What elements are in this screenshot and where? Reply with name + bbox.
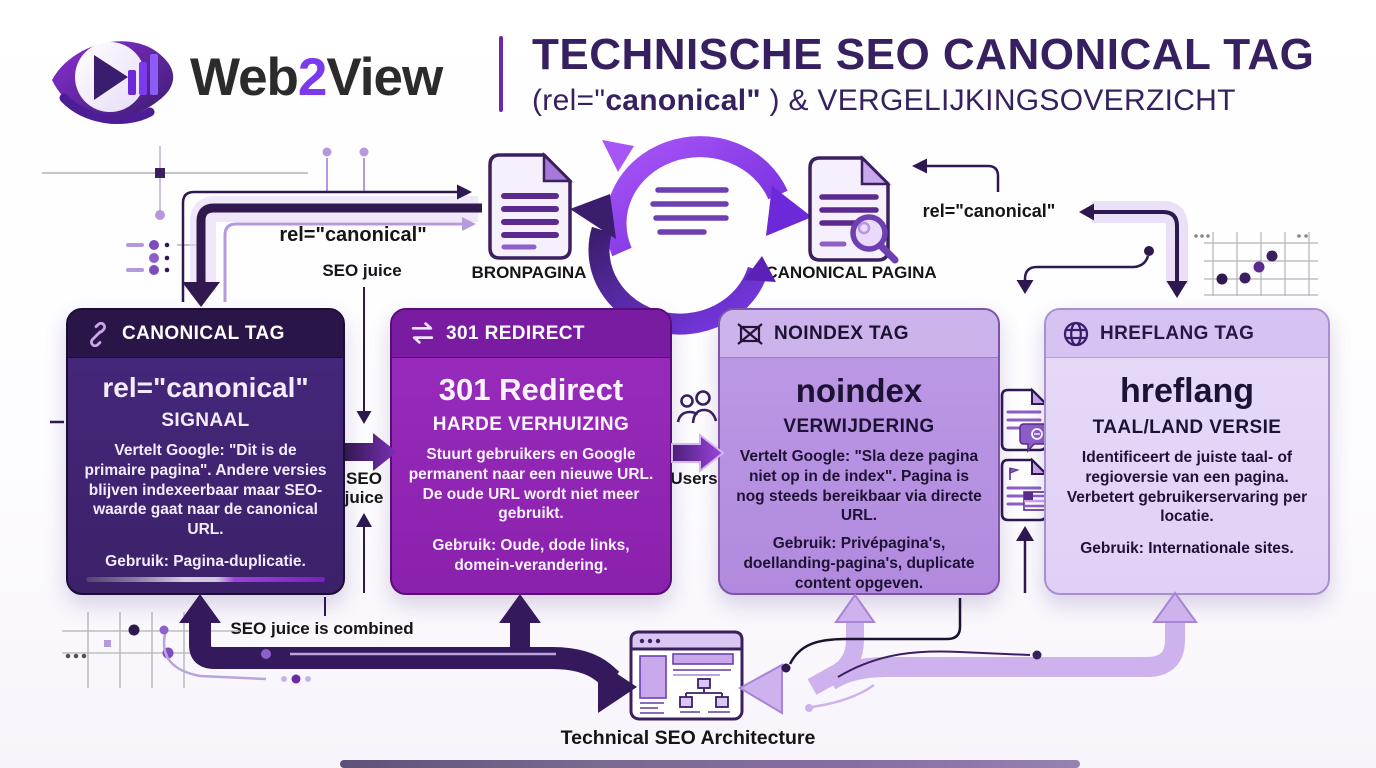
header-divider (499, 36, 503, 112)
rel-canonical-label-right: rel="canonical" (922, 201, 1056, 221)
card-subtitle: TAAL/LAND VERSIE (1092, 417, 1282, 438)
card-noindex-tag: NOINDEX TAG noindex VERWIJDERING Vertelt… (718, 308, 1000, 595)
card-noindex-header: NOINDEX TAG (720, 310, 998, 358)
card-title: noindex (795, 372, 923, 409)
card-header-label: HREFLANG TAG (1100, 322, 1255, 344)
grid-decoration-top-right (1204, 232, 1318, 296)
usage-text: Pagina-duplicatie. (173, 553, 306, 571)
architecture-label: Technical SEO Architecture (560, 727, 816, 749)
card-usage: Gebruik: Oude, dode links, domein-verand… (407, 536, 655, 576)
grid-step-dots (1194, 234, 1308, 285)
redirect-icon (408, 320, 436, 348)
card-subtitle: SIGNAAL (161, 410, 250, 431)
users-arrow (671, 432, 725, 474)
page-title-line2: (rel="canonical" ) & VERGELIJKINGSOVERZI… (532, 84, 1342, 118)
title-line2-prefix: (rel=" (532, 84, 606, 117)
card-header-label: 301 REDIRECT (446, 322, 585, 344)
arrow-relcanonical-to-canonicalpagina (912, 158, 1000, 192)
browser-architecture-icon (629, 630, 744, 721)
seo-value-bar (86, 577, 325, 582)
language-doc-icon-2 (1000, 457, 1049, 522)
title-line2-suffix: ) & VERGELIJKINGSOVERZICHT (760, 84, 1236, 117)
card-title: 301 Redirect (438, 372, 624, 407)
bronpagina-document-icon (488, 151, 574, 260)
card-canonical-tag: CANONICAL TAG rel="canonical" SIGNAAL Ve… (66, 308, 345, 595)
language-doc-icon-1 (1000, 387, 1051, 454)
brand-text-num: 2 (297, 47, 328, 107)
page-title-line1: TECHNISCHE SEO CANONICAL TAG (532, 30, 1315, 79)
brand-text-post: View (326, 47, 443, 107)
bronpagina-label: BRONPAGINA (471, 263, 587, 282)
card-title: hreflang (1119, 372, 1255, 410)
card-usage: Gebruik: Privépagina's, doellanding-pagi… (735, 534, 983, 593)
usage-label: Gebruik: (1080, 540, 1144, 558)
refresh-cycle-icon (570, 136, 812, 335)
usage-text: Oude, dode links, domein-verandering. (454, 537, 630, 575)
card-redirect-header: 301 REDIRECT (392, 310, 670, 358)
gap34-up-arrow (1016, 526, 1034, 593)
brand-logo: Web2View (48, 24, 443, 130)
arrow-relcanonical-to-hreflang (1079, 201, 1188, 298)
card-title: rel="canonical" (102, 372, 309, 403)
link-icon (84, 320, 112, 348)
light-seo-pipe (737, 591, 1198, 715)
magnifier-icon (850, 214, 899, 264)
brand-name: Web2View (190, 47, 443, 108)
usage-label: Gebruik: (105, 553, 169, 571)
users-label: Users (670, 469, 718, 488)
dot-rows-decoration (126, 240, 204, 275)
seo-juice-combined-label: SEO juice is combined (230, 619, 414, 638)
noindex-icon (736, 320, 764, 348)
card-usage: Gebruik: Internationale sites. (1061, 539, 1313, 559)
brand-text-pre: Web (190, 47, 299, 107)
line-dot-to-gap34 (1016, 246, 1154, 294)
page-title: TECHNISCHE SEO CANONICAL TAG (rel="canon… (532, 30, 1342, 118)
canonical-document-icon (808, 154, 899, 264)
card-canonical-header: CANONICAL TAG (68, 310, 343, 358)
card-redirect-body: 301 Redirect HARDE VERHUIZING Stuurt geb… (392, 358, 670, 576)
card-usage: Gebruik: Pagina-duplicatie. (83, 552, 328, 572)
rel-canonical-label-left: rel="canonical" (279, 224, 427, 246)
bottom-strip (340, 760, 1080, 768)
card-description: Vertelt Google: "Dit is de primaire pagi… (84, 442, 327, 539)
card-hreflang-header: HREFLANG TAG (1046, 310, 1328, 358)
usage-text: Internationale sites. (1148, 540, 1294, 558)
card-header-label: CANONICAL TAG (122, 322, 285, 344)
card-hreflang-tag: HREFLANG TAG hreflang TAAL/LAND VERSIE I… (1044, 308, 1330, 595)
card-description: Vertelt Google: "Sla deze pagina niet op… (736, 448, 982, 525)
drop-lines-decoration (322, 147, 369, 192)
grid-decoration-bottom-left (62, 612, 240, 688)
canonical-pagina-label: CANONICAL PAGINA (765, 263, 937, 282)
seo-word: SEO (346, 469, 382, 488)
juice-word: juice (344, 487, 384, 507)
usage-label: Gebruik: (772, 535, 837, 553)
title-line2-bold: canonical" (605, 84, 761, 117)
card-description: Stuurt gebruikers en Google permanent na… (408, 446, 654, 523)
eye-logo-icon (52, 41, 174, 124)
seo-juice-label-top: SEO juice (322, 261, 402, 280)
card-noindex-body: noindex VERWIJDERING Vertelt Google: "Sl… (720, 358, 998, 594)
card-hreflang-body: hreflang TAAL/LAND VERSIE Identificeert … (1046, 358, 1328, 559)
usage-label: Gebruik: (432, 537, 497, 555)
card-subtitle: VERWIJDERING (783, 416, 935, 437)
seo-juice-label-mid: SEO juice (336, 469, 392, 507)
usage-text: Privépagina's, doellanding-pagina's, dup… (743, 535, 975, 592)
card-header-label: NOINDEX TAG (774, 322, 909, 344)
card-301-redirect: 301 REDIRECT 301 Redirect HARDE VERHUIZI… (390, 308, 672, 595)
grid-decoration-top-left (42, 146, 308, 212)
grid-square-dot (155, 168, 165, 178)
card-canonical-body: rel="canonical" SIGNAAL Vertelt Google: … (68, 358, 343, 572)
card-description: Identificeert de juiste taal- of regiove… (1066, 449, 1308, 526)
card-subtitle: HARDE VERHUIZING (432, 414, 630, 435)
dark-seo-pipe (159, 594, 637, 713)
globe-icon (1062, 320, 1090, 348)
